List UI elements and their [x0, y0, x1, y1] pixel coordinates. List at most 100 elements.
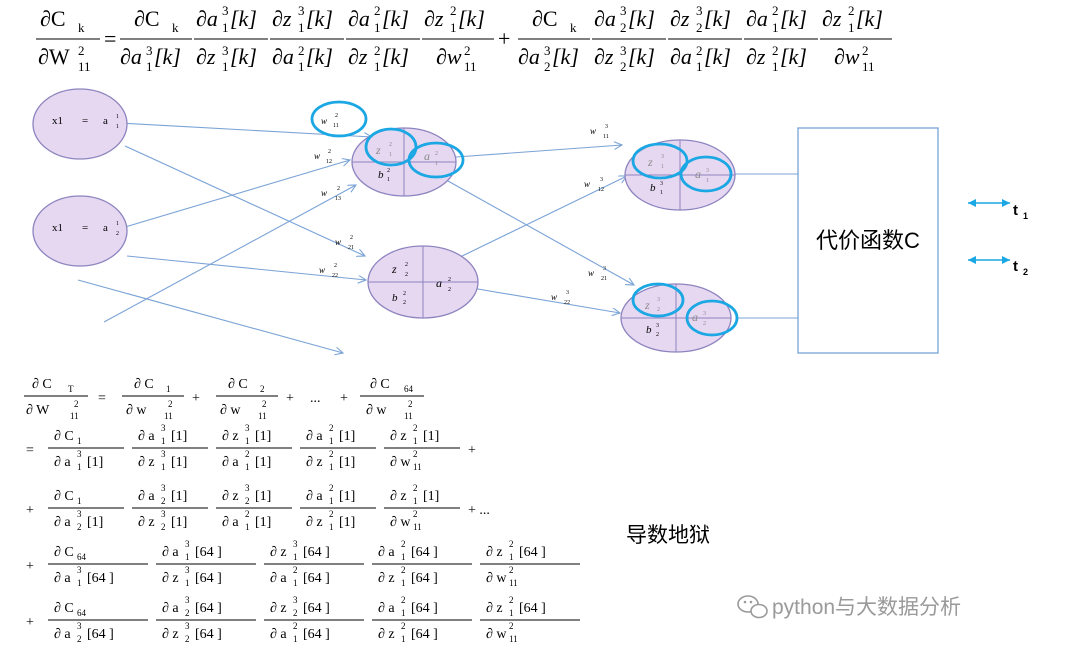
- watermark-text: python与大数据分析: [772, 596, 961, 619]
- svg-text:1: 1: [1023, 211, 1028, 221]
- fraction-symbol: ∂ z: [378, 571, 395, 586]
- svg-text:2: 2: [435, 151, 438, 157]
- svg-text:代价函数C: 代价函数C: [816, 228, 920, 253]
- svg-text:2: 2: [403, 300, 406, 306]
- fraction-sup: 2: [401, 595, 406, 605]
- fraction-index: [1]: [171, 429, 187, 444]
- svg-text:3: 3: [656, 323, 659, 329]
- svg-text:11: 11: [164, 411, 173, 421]
- svg-text:3: 3: [620, 43, 627, 58]
- fraction-index: [64 ]: [195, 601, 222, 616]
- fraction-symbol: ∂ a: [378, 601, 395, 616]
- svg-text:2: 2: [74, 399, 79, 409]
- svg-text:3: 3: [696, 3, 703, 18]
- svg-text:1: 1: [166, 384, 171, 394]
- svg-text:64: 64: [404, 384, 414, 394]
- svg-text:∂a: ∂a: [272, 44, 294, 69]
- fraction-sup: 2: [413, 449, 418, 459]
- fraction-symbol: ∂ z: [486, 545, 503, 560]
- fraction-symbol: ∂ a: [54, 455, 71, 470]
- network-edges: [77, 122, 798, 353]
- fraction-sub: 1: [185, 578, 190, 588]
- fraction-sup: 2: [413, 423, 418, 433]
- svg-text:22: 22: [564, 300, 570, 306]
- fraction-index: [64 ]: [195, 571, 222, 586]
- edge-x2-h2: [126, 255, 366, 280]
- svg-text:∂ W: ∂ W: [26, 403, 50, 418]
- fraction-sub: 1: [401, 578, 406, 588]
- target-t1: t 1: [968, 199, 1028, 221]
- formula-term-dc-da1: ∂C k ∂a 3 1 [k]: [120, 6, 192, 74]
- highlight-w2-11: [310, 100, 368, 138]
- svg-text:∂ C: ∂ C: [134, 377, 154, 392]
- svg-text:2: 2: [703, 321, 706, 327]
- fraction-sub: 1: [509, 552, 514, 562]
- fraction-sub: 1: [245, 436, 250, 446]
- svg-text:+: +: [192, 391, 200, 406]
- fraction-sup: 2: [329, 423, 334, 433]
- svg-text:12: 12: [598, 187, 604, 193]
- svg-text:[k]: [k]: [704, 44, 731, 69]
- formula-term-dz2-dw-b: ∂z 2 1 [k] ∂w 2 11: [820, 3, 892, 74]
- svg-text:a: a: [695, 167, 701, 181]
- fraction-sub: 2: [293, 608, 298, 618]
- fraction-sup: 3: [161, 423, 166, 433]
- svg-text:3: 3: [222, 3, 229, 18]
- fraction-sup: 3: [161, 483, 166, 493]
- svg-text:3: 3: [605, 124, 608, 130]
- svg-text:2: 2: [862, 43, 869, 58]
- fraction-sub: 1: [413, 496, 418, 506]
- input-node-2: x1 = a 1 2: [32, 195, 128, 267]
- svg-text:11: 11: [404, 411, 413, 421]
- svg-text:2: 2: [696, 43, 703, 58]
- fraction-sub: 1: [329, 462, 334, 472]
- fraction-symbol: ∂ a: [162, 601, 179, 616]
- svg-text:[k]: [k]: [306, 6, 333, 31]
- svg-text:∂ C: ∂ C: [228, 377, 248, 392]
- svg-text:3: 3: [657, 297, 660, 303]
- input-node-1: x1 = a 1 1: [32, 88, 128, 160]
- svg-text:2: 2: [450, 3, 457, 18]
- svg-text:2: 2: [328, 149, 331, 155]
- svg-text:1: 1: [222, 59, 229, 74]
- svg-text:[k]: [k]: [780, 44, 807, 69]
- svg-text:1: 1: [450, 20, 457, 35]
- weight-w3-12: w 3 12: [584, 177, 604, 193]
- svg-text:∂z: ∂z: [822, 6, 842, 31]
- svg-text:2: 2: [448, 287, 451, 293]
- svg-text:∂a: ∂a: [594, 6, 616, 31]
- fraction-sub: 1: [77, 436, 82, 446]
- fraction-sub: 64: [77, 608, 87, 618]
- fraction-symbol: ∂ a: [378, 545, 395, 560]
- fraction-index: [1]: [87, 515, 103, 530]
- svg-text:3: 3: [706, 168, 709, 174]
- formula-term-dc-da2: ∂C k ∂a 3 2 [k]: [518, 6, 590, 74]
- fraction-index: [64 ]: [303, 545, 330, 560]
- fraction-sub: 1: [245, 522, 250, 532]
- fraction-sup: 3: [77, 565, 82, 575]
- svg-text:[k]: [k]: [780, 6, 807, 31]
- svg-text:+: +: [286, 391, 294, 406]
- fraction-sub: 11: [413, 522, 422, 532]
- svg-text:∂C: ∂C: [40, 6, 66, 31]
- fraction-sup: 3: [293, 595, 298, 605]
- expansion-operator: + ...: [468, 503, 490, 518]
- svg-text:[k]: [k]: [856, 6, 883, 31]
- fraction-sup: 2: [509, 539, 514, 549]
- svg-text:w: w: [321, 116, 327, 126]
- fraction-symbol: ∂ a: [138, 489, 155, 504]
- svg-text:3: 3: [660, 181, 663, 187]
- svg-text:2: 2: [298, 43, 305, 58]
- fraction-sup: 2: [413, 509, 418, 519]
- fraction-sup: 2: [329, 449, 334, 459]
- fraction-index: [64 ]: [411, 545, 438, 560]
- fraction-sub: 64: [77, 552, 87, 562]
- svg-text:∂a: ∂a: [348, 6, 370, 31]
- highlight-circles: [310, 100, 739, 337]
- weight-w2-21: w 2 21: [335, 235, 354, 251]
- fraction-sup: 2: [329, 509, 334, 519]
- svg-text:k: k: [570, 20, 577, 35]
- fraction-index: [64 ]: [87, 627, 114, 642]
- fraction-symbol: ∂ z: [270, 601, 287, 616]
- fraction-sup: 2: [329, 483, 334, 493]
